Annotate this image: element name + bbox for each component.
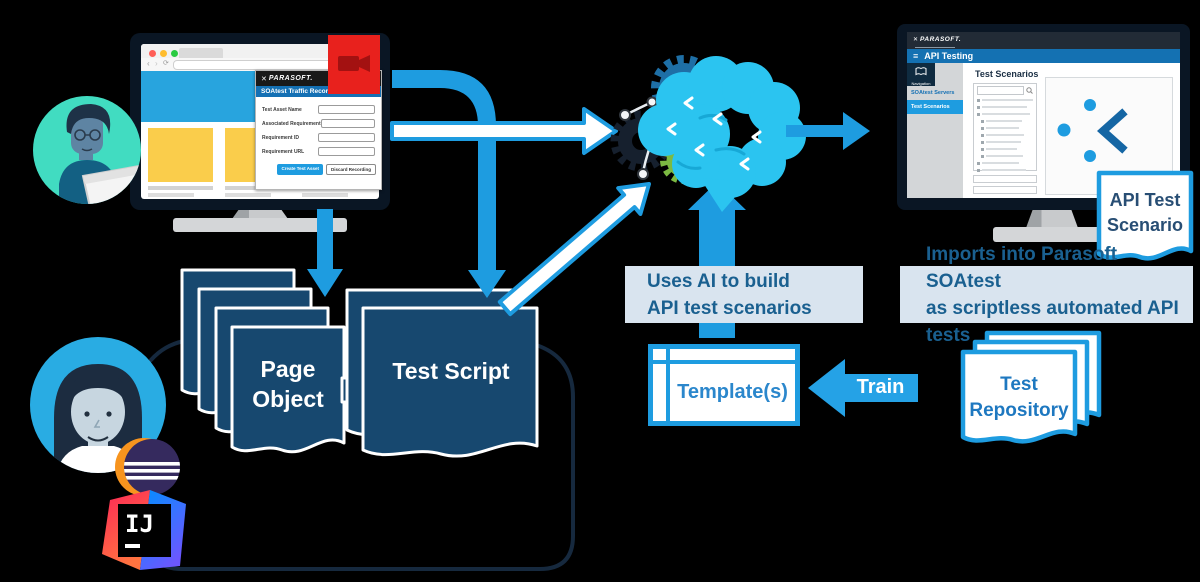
templates-label: Template(s) bbox=[670, 364, 795, 421]
requirement-id-input[interactable] bbox=[318, 133, 375, 142]
scenario-search-input[interactable] bbox=[977, 86, 1024, 95]
forward-icon[interactable]: › bbox=[155, 59, 158, 68]
monitor2-stand-neck bbox=[1026, 208, 1078, 228]
caption-line: Imports into Parasoft SOAtest bbox=[926, 243, 1118, 292]
test-asset-name-input[interactable] bbox=[318, 105, 375, 114]
test-repository-label: Test Repository bbox=[969, 374, 1069, 421]
requirement-url-input[interactable] bbox=[318, 147, 375, 156]
page-text-bar bbox=[148, 186, 213, 190]
sidebar-item-test-scenarios[interactable]: Test Scenarios bbox=[907, 100, 963, 114]
page-object-label: Page Object bbox=[252, 356, 324, 412]
caption-line: API test scenarios bbox=[647, 297, 812, 319]
field-label: Requirement ID bbox=[262, 134, 299, 141]
reload-icon[interactable]: ⟳ bbox=[163, 60, 169, 67]
dialog-title: SOAtest Traffic Recorder bbox=[256, 86, 381, 97]
monitor1-stand-neck bbox=[232, 208, 288, 219]
video-camera-icon bbox=[338, 55, 370, 72]
api-scenario-label: API Test Scenario bbox=[1106, 190, 1184, 235]
scenario-graph bbox=[1057, 99, 1128, 162]
test-repository-stack bbox=[960, 330, 1102, 444]
parasoft-logo-mark: ✕ bbox=[913, 37, 919, 43]
parasoft-logo-mark: ✕ bbox=[261, 75, 267, 83]
eclipse-icon bbox=[115, 438, 180, 496]
test-script-stack bbox=[345, 288, 539, 458]
intellij-icon: IJ bbox=[102, 490, 186, 570]
chevron-left-icon bbox=[1097, 108, 1128, 154]
parasoft-logo: PARASOFT. bbox=[920, 36, 962, 43]
scenario-tree[interactable] bbox=[974, 97, 1036, 173]
templates-box-cell bbox=[670, 349, 795, 360]
discard-recording-button[interactable]: Discard Recording bbox=[325, 164, 376, 175]
nav-tile[interactable]: Navigation bbox=[907, 63, 935, 86]
browser-toolbar: ‹ › ⟳ bbox=[141, 58, 379, 71]
api-scenario-doc bbox=[1096, 170, 1194, 261]
ai-to-soatest-arrow bbox=[786, 112, 870, 150]
traffic-light-max[interactable] bbox=[171, 50, 178, 57]
test-script-label: Test Script bbox=[392, 358, 510, 384]
browser-tab[interactable] bbox=[179, 48, 223, 58]
recording-badge bbox=[328, 35, 380, 94]
monitor2-stand-base bbox=[993, 227, 1109, 242]
uses-ai-caption: Uses AI to build API test scenarios bbox=[625, 266, 863, 323]
soatest-sidebar: Navigation SOAtest Servers Test Scenario… bbox=[907, 63, 963, 198]
brain-chevron-icons bbox=[666, 96, 762, 171]
intellij-label: IJ bbox=[125, 510, 154, 538]
caption-line: as scriptless automated API tests bbox=[926, 297, 1179, 346]
caption-line: Uses AI to build bbox=[647, 270, 790, 292]
imports-caption: Imports into Parasoft SOAtest as scriptl… bbox=[900, 244, 1193, 346]
to-ai-arrows bbox=[390, 107, 651, 317]
page-card-1 bbox=[148, 128, 213, 182]
panel-bar bbox=[973, 186, 1037, 194]
create-test-asset-button[interactable]: Create Test Asset bbox=[277, 164, 323, 175]
tester-avatar bbox=[33, 96, 141, 204]
field-label: Associated Requirement bbox=[262, 120, 321, 127]
browser-chrome bbox=[141, 44, 379, 58]
scenario-list-panel bbox=[973, 83, 1037, 173]
page-object-stack bbox=[180, 268, 346, 454]
traffic-light-close[interactable] bbox=[149, 50, 156, 57]
page-text-bar bbox=[225, 193, 271, 197]
train-arrow bbox=[808, 359, 918, 417]
page-title: Test Scenarios bbox=[975, 69, 1039, 79]
hamburger-icon[interactable]: ≡ bbox=[913, 51, 919, 61]
parasoft-logo: PARASOFT. bbox=[268, 75, 313, 82]
panel-bar bbox=[973, 175, 1037, 183]
book-icon bbox=[915, 67, 927, 76]
developer-avatar bbox=[30, 337, 166, 473]
page-text-bar bbox=[302, 193, 348, 197]
field-label: Requirement URL bbox=[262, 148, 305, 155]
sidebar-item-soatest-servers[interactable]: SOAtest Servers bbox=[911, 90, 955, 96]
search-icon[interactable] bbox=[1026, 87, 1033, 94]
train-label: Train bbox=[856, 376, 905, 398]
recorder-monitor: ‹ › ⟳ ✕ PARASOFT. SOAtest Traffic Record… bbox=[130, 33, 390, 210]
traffic-recorder-dialog: ✕ PARASOFT. SOAtest Traffic Recorder Tes… bbox=[255, 70, 382, 190]
monitor1-stand-base bbox=[173, 218, 347, 232]
associated-requirement-input[interactable] bbox=[320, 119, 375, 128]
ai-brain-cloud bbox=[638, 56, 806, 212]
nav-tile-label: Navigation bbox=[911, 81, 931, 86]
cloud-tail bbox=[700, 178, 748, 212]
templates-box-cell bbox=[653, 349, 666, 360]
templates-box: Template(s) bbox=[648, 344, 800, 426]
back-icon[interactable]: ‹ bbox=[147, 59, 150, 68]
record-to-docs-arrows bbox=[307, 70, 506, 298]
field-label: Test Asset Name bbox=[262, 106, 302, 113]
brain-fold-lines bbox=[676, 113, 746, 170]
page-text-bar bbox=[148, 193, 194, 197]
app-title: API Testing bbox=[924, 51, 974, 61]
traffic-light-min[interactable] bbox=[160, 50, 167, 57]
templates-box-cell bbox=[653, 364, 666, 421]
